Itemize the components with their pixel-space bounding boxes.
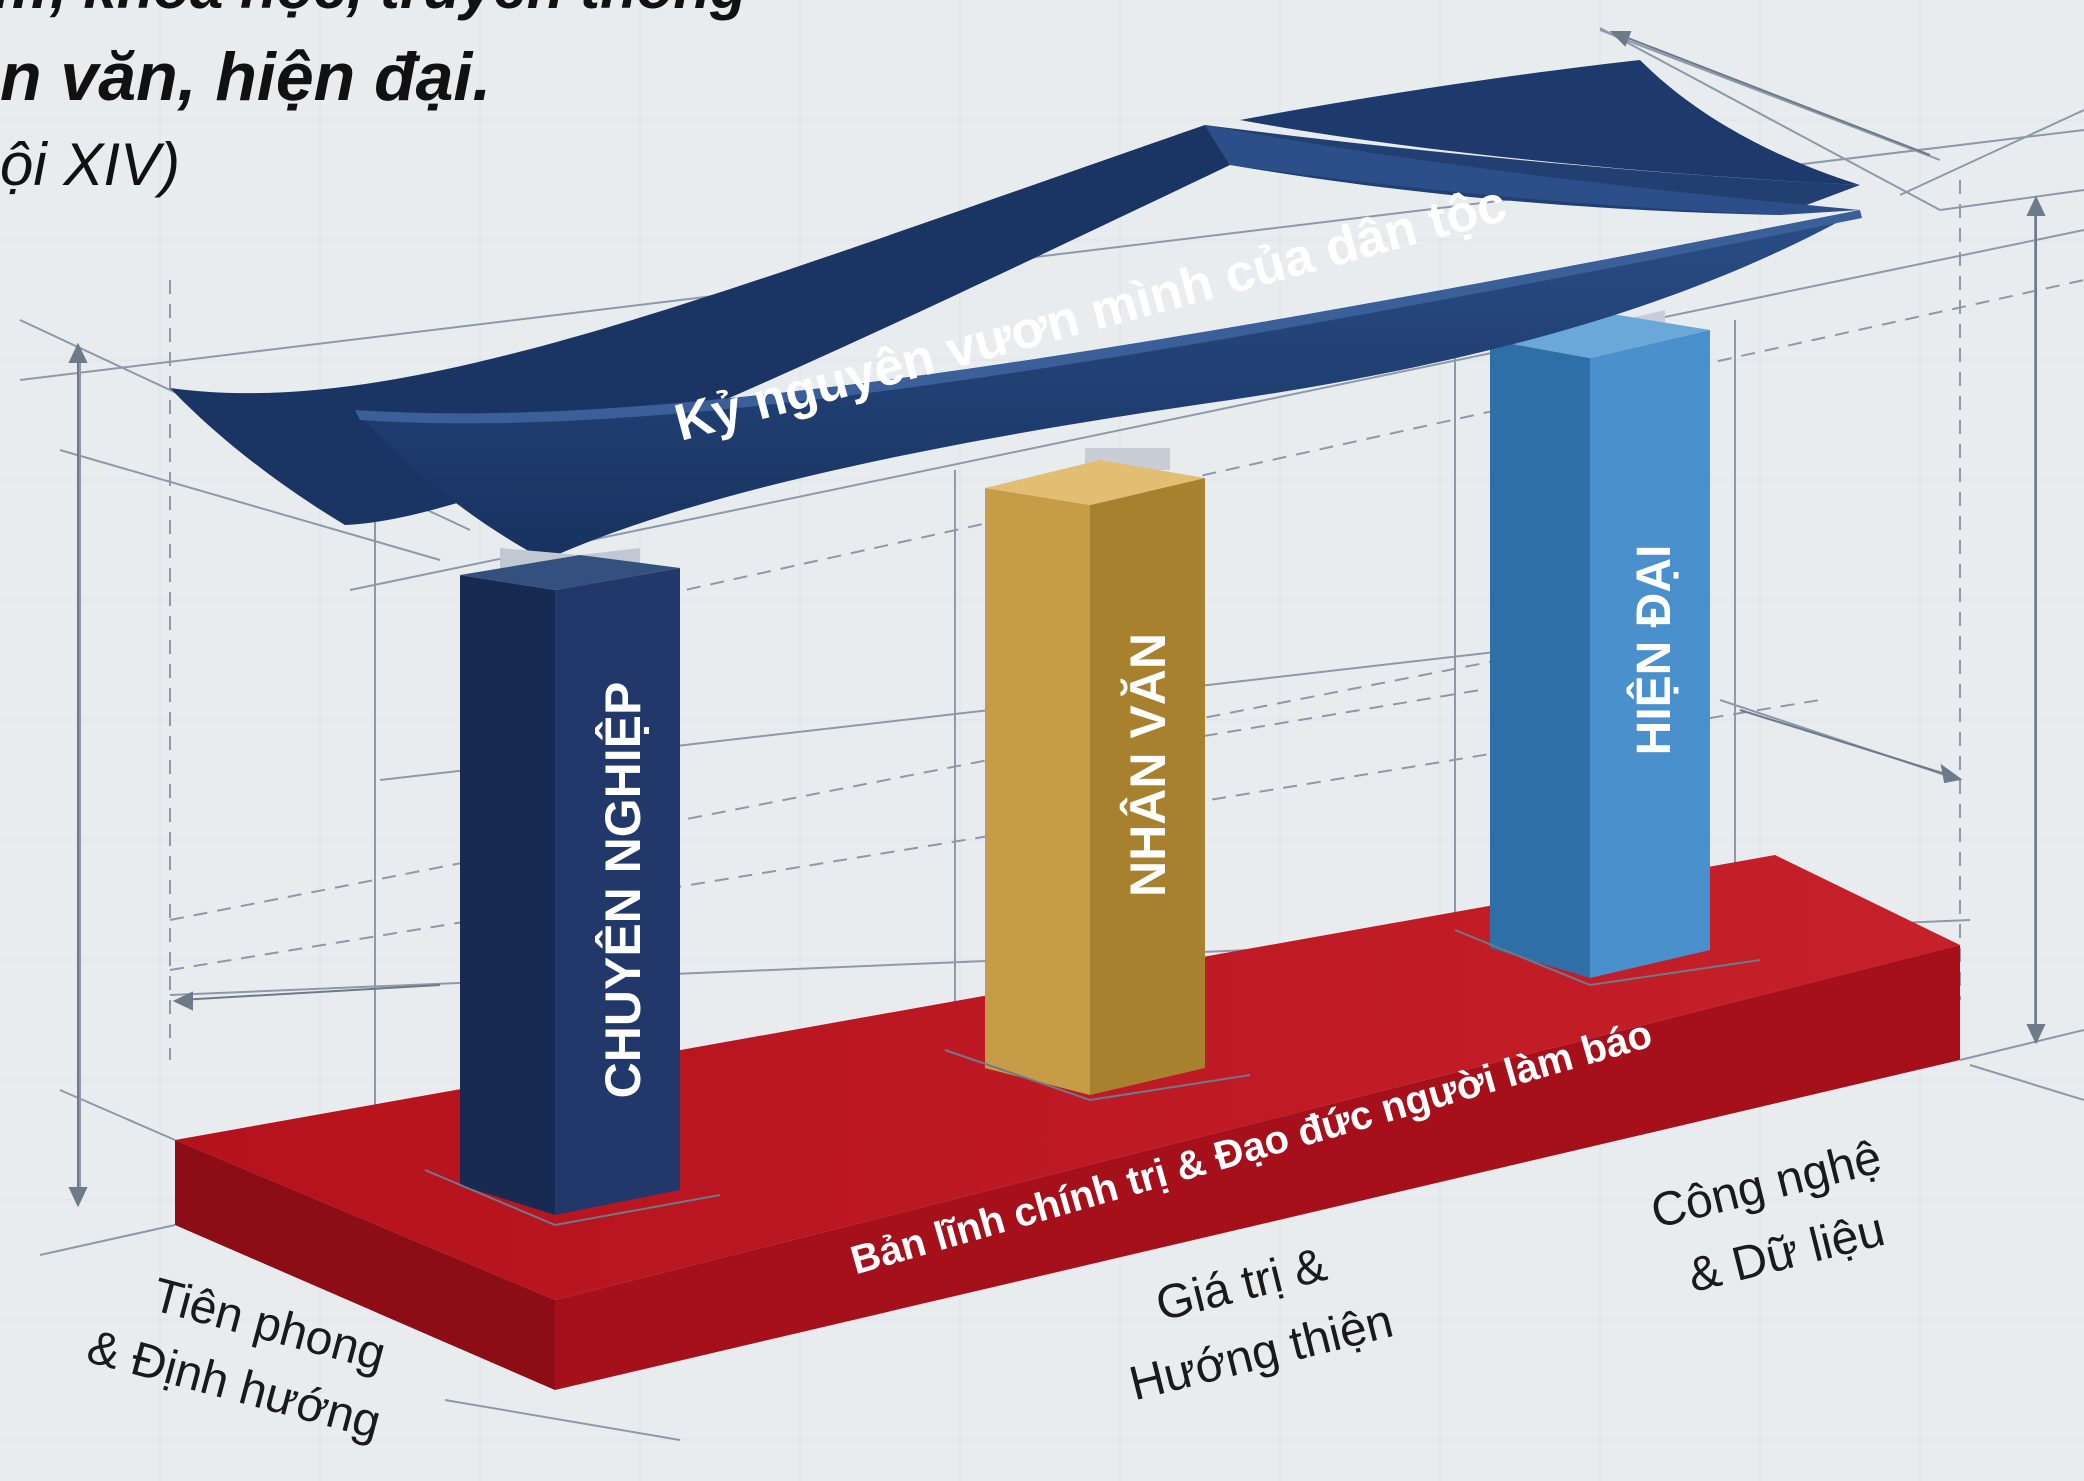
pillar-professional-side	[460, 575, 555, 1215]
pillar-humanistic-side	[1090, 478, 1205, 1095]
roof: Kỷ nguyên vươn mình của dân tộc	[170, 60, 1862, 560]
header-line-cropped: …, khoa học, truyền thống	[0, 0, 747, 21]
pillar-modern-label: HIỆN ĐẠI	[1626, 545, 1681, 756]
pillar-footprints	[424, 929, 1761, 1227]
pillar-humanistic	[985, 448, 1205, 1095]
roof-main	[355, 210, 1860, 560]
header: …, khoa học, truyền thống n văn, hiện đạ…	[0, 0, 747, 198]
pillar-professional-front	[555, 568, 680, 1215]
header-line-main: n văn, hiện đại.	[0, 39, 491, 115]
pillar-professional-top	[460, 555, 680, 590]
roof-upper-panel	[1240, 60, 1860, 185]
pillar-modern-front	[1590, 330, 1710, 978]
base-front-face	[555, 945, 1960, 1390]
pillar-humanistic-front	[985, 488, 1090, 1095]
pillar-humanistic-top	[985, 460, 1205, 505]
header-line-source: ội XIV)	[0, 131, 180, 198]
base-left-face	[175, 1140, 555, 1390]
pillar-modern-top	[1490, 312, 1710, 358]
roof-ridge	[1205, 125, 1860, 215]
pillar-humanistic-label: NHÂN VĂN	[1120, 633, 1176, 897]
pillar-professional	[460, 548, 680, 1215]
roof-back-slope	[1205, 125, 1860, 215]
pillar-modern-side	[1490, 340, 1590, 978]
dimension-arrows	[68, 31, 2046, 1208]
pillar-professional-label: CHUYÊN NGHIỆP	[595, 682, 651, 1099]
